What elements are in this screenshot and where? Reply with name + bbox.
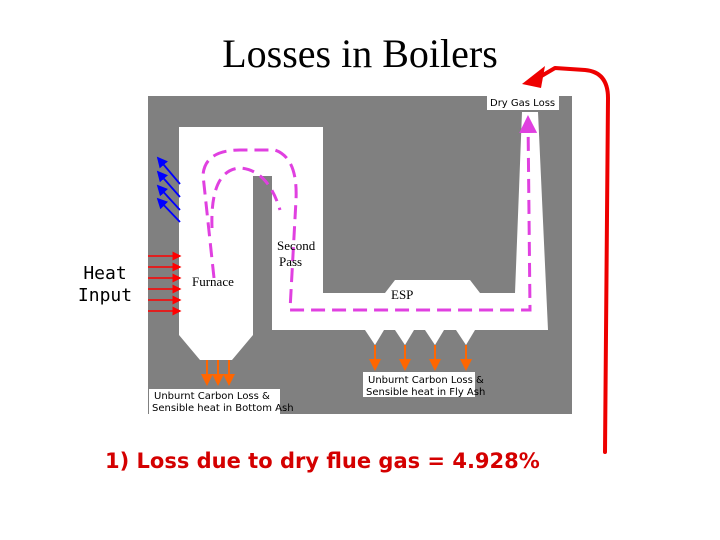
chimney-cap: [487, 96, 559, 110]
furnace-label: Furnace: [192, 274, 234, 289]
bottom-ash-label-1: Unburnt Carbon Loss &: [154, 391, 270, 402]
dry-flue-gas-loss-statement: 1) Loss due to dry flue gas = 4.928%: [105, 449, 540, 473]
second-pass-label-2: Pass: [279, 254, 302, 269]
bottom-ash-arrows: [201, 360, 235, 386]
callout-arrowhead: [522, 66, 545, 88]
fly-ash-label-2: Sensible heat in Fly Ash: [366, 387, 485, 398]
callout-arrow: [536, 66, 610, 454]
dry-gas-loss-label: Dry Gas Loss: [490, 98, 555, 109]
fly-ash-box: [363, 372, 475, 397]
second-pass-label-1: Second: [277, 238, 316, 253]
fly-ash-arrows: [369, 345, 472, 371]
flue-gas-inner-arc: [210, 166, 282, 229]
slide-title: Losses in Boilers: [222, 31, 498, 76]
esp-label: ESP: [391, 287, 413, 302]
heat-input-line-2: Input: [77, 285, 133, 306]
heat-input-label: Heat Input: [70, 263, 140, 307]
flue-gas-path: [201, 115, 538, 312]
boiler-structure: [179, 112, 548, 360]
bottom-ash-box: [149, 389, 280, 414]
heat-input-line-1: Heat: [83, 263, 127, 284]
heat-input-arrows: [148, 251, 182, 316]
fly-ash-label-1: Unburnt Carbon Loss &: [368, 375, 484, 386]
radiation-loss-arrows: [156, 156, 181, 223]
bottom-ash-label-2: Sensible heat in Bottom Ash: [152, 403, 294, 414]
